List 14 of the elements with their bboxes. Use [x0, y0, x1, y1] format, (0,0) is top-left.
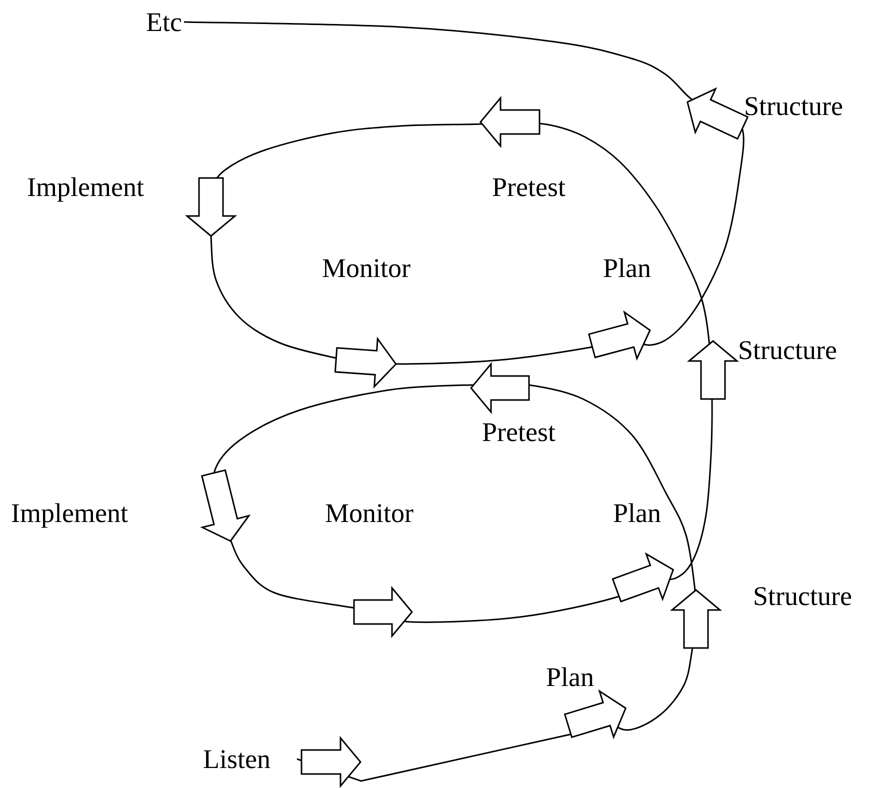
step-label: Structure: [753, 581, 852, 611]
step-label: Implement: [11, 498, 128, 528]
step-label: Plan: [546, 662, 594, 692]
step-label: Plan: [613, 498, 662, 528]
step-label: Monitor: [322, 253, 411, 283]
step-label: Monitor: [325, 498, 414, 528]
step-label: Structure: [738, 335, 837, 365]
step-label: Implement: [27, 172, 144, 202]
step-label: Pretest: [492, 172, 566, 202]
step-label: Plan: [603, 253, 652, 283]
step-label: Structure: [744, 91, 843, 121]
step-label: Etc: [146, 7, 182, 37]
step-label: Pretest: [482, 417, 556, 447]
step-label: Listen: [203, 744, 296, 774]
